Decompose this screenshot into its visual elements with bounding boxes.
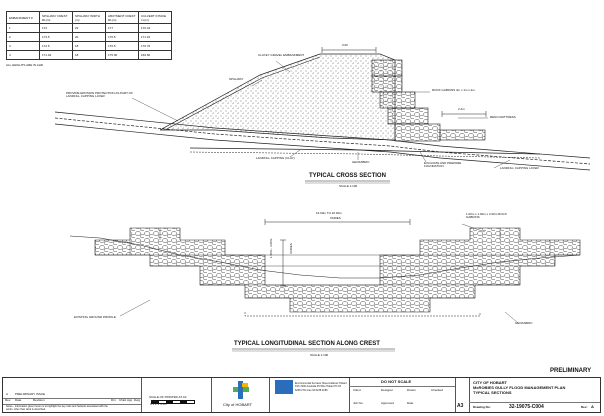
rock-gabions-cross	[371, 59, 486, 142]
paper-size: A3	[457, 403, 464, 409]
city-logo-text: City of HOBART	[223, 402, 253, 407]
table-header-row: EMBANKMENT # SPILLWAY CREST RL(m) SPILLW…	[6, 11, 172, 24]
scale-label: SCALE OF PRINTED AT A3	[149, 395, 187, 399]
header-date: Date	[15, 398, 22, 402]
field-date: Date	[407, 401, 414, 405]
longitudinal-section	[69, 227, 581, 317]
title-cell	[469, 378, 603, 412]
label-landfill-layer: LANDFILL CAPPING LAYER	[500, 166, 539, 170]
rev-label: Rev:	[581, 405, 588, 409]
label-geofabric: GEOFABRIC	[352, 160, 370, 164]
scale-cell	[141, 378, 212, 412]
table-cell: 169.60	[138, 50, 172, 60]
cross-section-scale: SCALE 1:100	[339, 184, 358, 188]
dim-height-sub: VARIES	[289, 243, 293, 254]
dim-width: 16.00m TO 22.00m	[316, 211, 342, 215]
dim-width-sub: VARIES	[330, 216, 341, 220]
label-ground: EXISTING GROUND PROFILE	[74, 315, 116, 319]
paper-cell	[455, 378, 470, 412]
dim-top: 3.00	[342, 43, 348, 47]
scale-bar	[151, 400, 195, 404]
scale-bar-text: 0 1 2 3 4 5m	[150, 402, 167, 406]
header-drn: Drn	[111, 398, 116, 402]
notes: Notes - Information given herein is to h…	[6, 405, 108, 412]
header-dwg: Dwg	[134, 398, 141, 402]
city-logo-icon	[233, 381, 249, 399]
header-app: App	[127, 398, 133, 402]
company-logo-icon	[275, 380, 293, 394]
header-chkd: Chkd	[119, 398, 127, 402]
cross-section-title: TYPICAL CROSS SECTION	[309, 173, 386, 179]
sheet-title: TYPICAL SECTIONS	[473, 390, 512, 395]
rev-value: A	[591, 404, 594, 409]
project-name: McROBIES GULLY FLOOD MANAGEMENT PLAN	[473, 385, 566, 390]
drawing-no-label: Drawing No:	[473, 405, 491, 409]
table-row: 4 171.04 18 175.00 169.60	[6, 50, 172, 60]
dim-height: 1.50m - 3.00m	[269, 238, 273, 258]
company-cell	[269, 378, 350, 412]
left-gabion-steps	[94, 227, 581, 313]
label-spillway: SPILLWAY	[229, 77, 244, 81]
table-note: ALL HEIGHTS ARE IN AHD	[6, 63, 44, 67]
field-designer: Designer	[381, 388, 394, 392]
long-rock-gabions: 1.00m x 1.00m x 2.00m ROCK GABIONS	[466, 212, 507, 220]
preliminary-label: PRELIMINARY	[550, 368, 592, 374]
long-section-scale: SCALE 1:100	[310, 353, 329, 357]
revision-desc: PRELIMINARY ISSUE	[15, 392, 46, 396]
revision-letter: A	[6, 392, 9, 396]
label-rock-gabions: ROCK GABIONS 4m x 1m x 2m	[432, 88, 475, 92]
client-name: CITY OF HOBART	[473, 380, 507, 385]
field-approved: Approved	[381, 401, 394, 405]
label-excavate: EXCAVATE AND PREPARE FOUNDATION	[424, 161, 462, 169]
leader-lines	[131, 60, 511, 169]
embankment-table: EMBANKMENT # SPILLWAY CREST RL(m) SPILLW…	[6, 11, 172, 60]
long-geofabric: GEOFABRIC	[515, 321, 533, 325]
table-header: CULVERT INTAKE I.L(m)	[138, 11, 172, 24]
label-landfill-clay: LANDFILL CAPPING (CLAY)	[256, 156, 295, 160]
logo-cell	[211, 378, 270, 412]
long-dimensions	[264, 219, 411, 287]
field-checked: Checked	[431, 388, 443, 392]
do-not-scale: DO NOT SCALE	[381, 379, 412, 384]
cross-dimensions	[321, 47, 487, 117]
drawing-number: 32-19075-C004	[509, 404, 544, 410]
label-clayey-gravel: CLAYEY GRAVEL EMBANKMENT	[258, 53, 305, 57]
label-reno: RENO MATTRESS	[490, 115, 516, 119]
field-client: Client	[353, 388, 361, 392]
clay-embankment	[159, 53, 396, 141]
long-section-title: TYPICAL LONGITUDINAL SECTION ALONG CREST	[234, 341, 380, 347]
title-block: A PRELIMINARY ISSUE Notes - Information …	[2, 377, 601, 413]
header-revision: Revision	[33, 398, 45, 402]
dim-right: 2.4m	[458, 107, 465, 111]
header-rev: Rev.	[5, 398, 11, 402]
field-drawn: Drawn	[407, 388, 416, 392]
company-info: Environmental Services Street Address Ho…	[295, 382, 347, 392]
field-job-no: Job No.	[353, 401, 364, 405]
label-erosion: PROVIDE EROSION PROTECTION AS PART OF LA…	[66, 91, 133, 99]
fields-cell	[349, 378, 456, 412]
